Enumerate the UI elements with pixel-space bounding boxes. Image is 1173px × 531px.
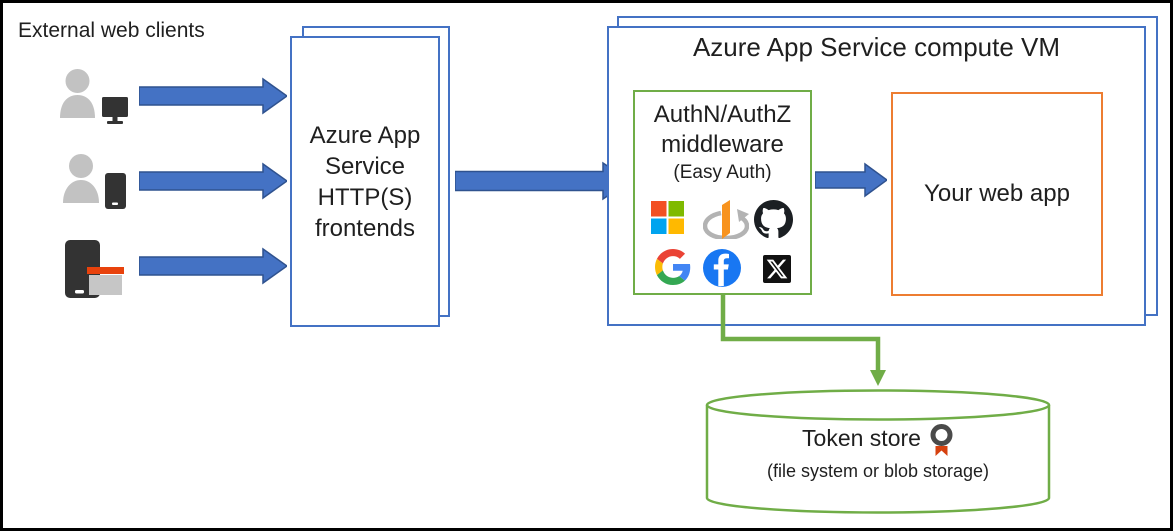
compute-vm-title: Azure App Service compute VM (692, 32, 1061, 62)
token-store-content: Token store (file system or blob storage… (706, 423, 1050, 483)
x-icon (763, 255, 791, 283)
client1-arrow-icon (139, 77, 287, 115)
web-app-box: Your web app (891, 92, 1103, 296)
frontends-box: Azure App Service HTTP(S) frontends (290, 36, 440, 327)
frontends-label-line: Service (324, 152, 406, 180)
frontends-to-vm-arrow-icon (455, 161, 630, 201)
authn-title-line2: middleware (661, 131, 784, 158)
user-phone-icon (63, 154, 126, 209)
microsoft-icon (651, 201, 684, 234)
middleware-to-tokenstore-arrow-icon (720, 294, 886, 386)
facebook-icon (703, 249, 741, 287)
device-app-icon (65, 240, 124, 298)
authn-title-line1: AuthN/AuthZ (653, 101, 792, 128)
openid-icon (703, 200, 749, 239)
middleware-to-app-arrow-icon (815, 162, 887, 198)
frontends-label-line: frontends (314, 214, 416, 242)
token-store-cylinder (705, 389, 1051, 514)
github-icon (754, 200, 793, 239)
key-medal-icon (930, 424, 953, 456)
token-store-subtitle: (file system or blob storage) (766, 461, 990, 481)
authn-subtitle: (Easy Auth) (673, 162, 772, 183)
google-icon (655, 249, 691, 285)
client2-arrow-icon (139, 162, 287, 200)
web-app-label: Your web app (924, 180, 1070, 207)
frontends-label-line: HTTP(S) (317, 183, 413, 211)
client3-arrow-icon (139, 247, 287, 285)
external-clients-label: External web clients (18, 19, 205, 42)
frontends-label-line: Azure App (309, 121, 421, 149)
user-desktop-icon (60, 69, 128, 124)
token-store-title: Token store (802, 425, 921, 451)
